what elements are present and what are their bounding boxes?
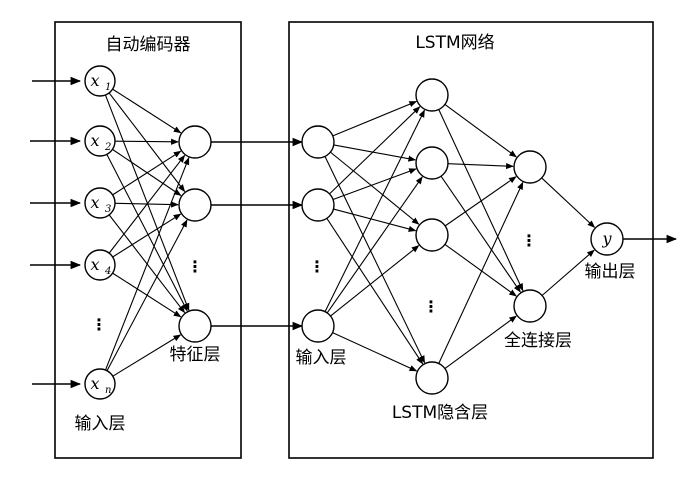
input-var-n: x	[90, 374, 99, 393]
feature-node-1	[178, 125, 212, 159]
input-var-3: x	[90, 193, 99, 212]
hidden-fc-edge-3	[447, 162, 514, 170]
lstm-input-hidden-edge-6	[332, 168, 417, 200]
hidden-fc-edge-2	[438, 109, 524, 292]
output-layer-label: 输出层	[585, 262, 636, 282]
feature-node-3	[178, 309, 212, 343]
lstm-input-hidden-edge-11	[330, 245, 420, 317]
lstm-input-hidden-edge-5	[329, 106, 421, 195]
encoder-edge-1	[112, 88, 182, 134]
fc-output-edge-1	[541, 177, 596, 228]
hidden-node-4	[415, 361, 449, 395]
fc-output-edge-2	[541, 249, 595, 296]
fully-connected-layer: ⋮	[513, 150, 547, 323]
encoder-edge-11	[112, 213, 182, 258]
input-sub-2: 2	[104, 142, 111, 153]
hidden-node-2	[415, 146, 449, 180]
fc-ellipsis: ⋮	[521, 231, 537, 250]
lstm-input-hidden-edge-1	[332, 100, 417, 137]
input-sub-3: 3	[105, 204, 111, 215]
feature-layer: ⋮	[178, 125, 212, 343]
hidden-fc-edge-1	[444, 104, 517, 158]
feature-node-2	[178, 188, 212, 222]
hidden-fc-edge-4	[440, 175, 521, 293]
encoder-edge-4	[114, 138, 179, 145]
output-node-y	[590, 222, 624, 256]
input-node-x4	[84, 249, 116, 281]
lstm-input-layer: ⋮	[301, 125, 335, 343]
input-sub-4: 4	[104, 266, 111, 277]
input-var-4: x	[90, 255, 99, 274]
input-node-xn	[84, 368, 116, 400]
lstm-title: LSTM网络	[415, 33, 494, 53]
input-var-1: x	[90, 71, 99, 90]
lstm-frame	[288, 21, 654, 459]
autoencoder-frame	[54, 21, 242, 459]
hidden-node-1	[415, 78, 449, 112]
lstm-input-node-3	[301, 309, 335, 343]
lstm-hidden-label: LSTM隐含层	[392, 403, 488, 423]
lstm-input-hidden-edge-10	[326, 176, 423, 314]
encoder-edge-10	[108, 154, 186, 254]
external-input-arrows	[30, 76, 82, 389]
output-layer: y	[590, 222, 624, 256]
encoder-edge-3	[104, 94, 190, 311]
input-var-2: x	[90, 131, 99, 150]
input-ellipsis: ⋮	[91, 315, 107, 334]
input-sub-n: n	[105, 385, 111, 396]
input-node-x3	[84, 187, 116, 219]
lstm-input-hidden-edge-12	[332, 332, 418, 372]
feature-layer-label: 特征层	[170, 345, 221, 365]
feature-ellipsis: ⋮	[187, 257, 203, 276]
lstm-input-hidden-edge-2	[333, 144, 417, 162]
autoencoder-input-label: 输入层	[75, 414, 126, 434]
autoencoder-input-layer: x 1 x 2 x 3 x 4 x n ⋮	[84, 65, 116, 400]
encoder-edge-6	[106, 154, 188, 312]
fc-layer-label: 全连接层	[504, 331, 572, 351]
lstm-input-node-1	[301, 125, 335, 159]
lstm-input-hidden-edge-8	[326, 218, 424, 365]
encoder-edge-7	[112, 150, 182, 196]
connection-edges	[104, 88, 596, 377]
encoder-edge-14	[106, 219, 188, 372]
input-node-x2	[84, 125, 116, 157]
hidden-fc-edge-8	[444, 315, 517, 369]
input-node-x1	[84, 65, 116, 97]
lstm-input-hidden-edge-9	[324, 109, 425, 312]
fc-node-1	[513, 150, 547, 184]
hidden-fc-edge-6	[444, 243, 517, 297]
bridge-arrows	[211, 137, 304, 331]
encoder-edge-15	[112, 334, 182, 377]
autoencoder-title: 自动编码器	[106, 35, 191, 55]
hidden-node-3	[415, 218, 449, 252]
lstm-input-ellipsis: ⋮	[309, 257, 325, 276]
encoder-edge-13	[104, 157, 190, 371]
lstm-hidden-layer: ⋮	[415, 78, 449, 395]
lstm-input-node-2	[301, 188, 335, 222]
lstm-input-hidden-edge-4	[324, 156, 426, 364]
fc-node-2	[513, 289, 547, 323]
encoder-edge-2	[108, 92, 186, 193]
input-sub-1: 1	[105, 82, 111, 93]
hidden-ellipsis: ⋮	[423, 297, 439, 316]
hidden-fc-edge-5	[444, 176, 517, 227]
output-var: y	[601, 229, 612, 248]
hidden-fc-edge-7	[438, 181, 524, 364]
lstm-input-hidden-edge-7	[333, 208, 417, 232]
lstm-input-hidden-edge-3	[330, 151, 420, 225]
lstm-input-label: 输入层	[296, 348, 347, 368]
